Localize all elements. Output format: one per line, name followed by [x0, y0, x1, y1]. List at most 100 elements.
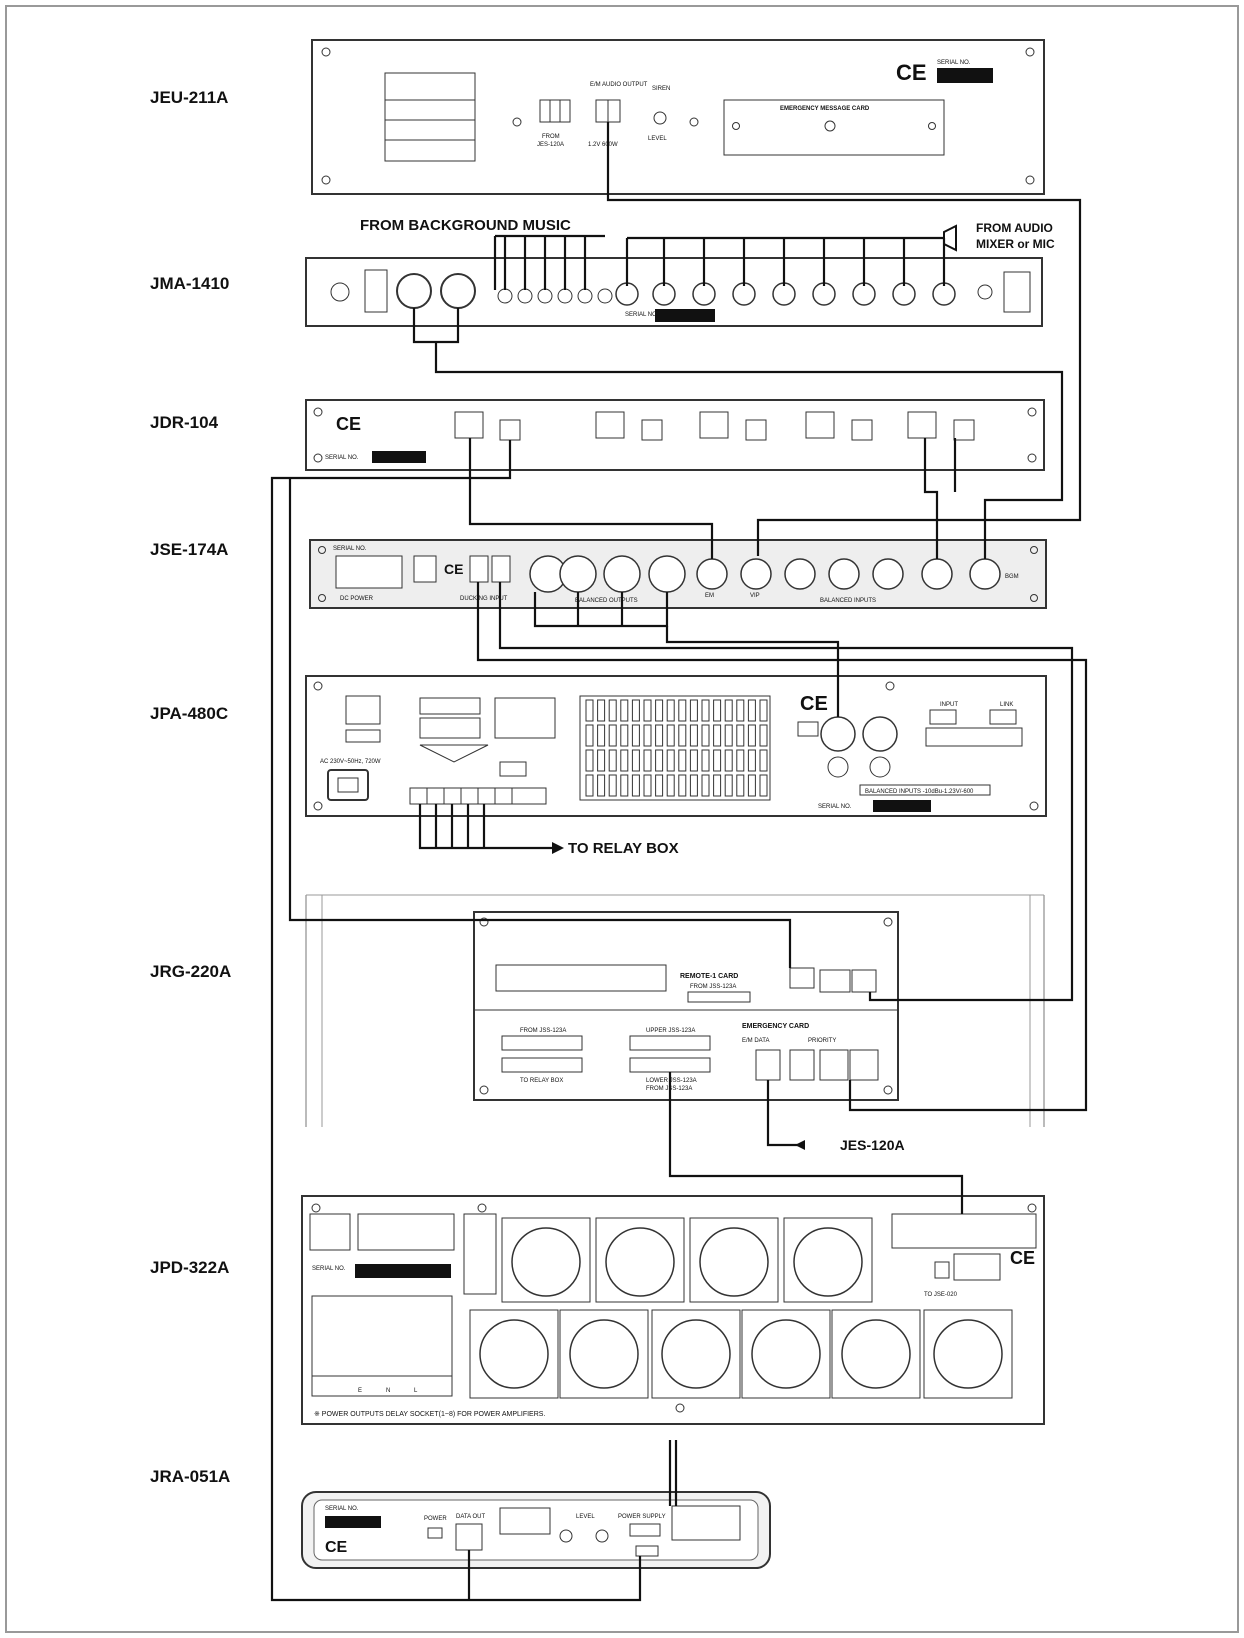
device-jse-174a: SERIAL NO. DC POWER CE DUCKING INPUT BAL… — [309, 539, 1047, 609]
device-label-jrg-220a: JRG-220A — [150, 962, 232, 981]
vent-slot — [655, 699, 664, 722]
wire-jse-out-bus — [533, 592, 669, 628]
vent-slot — [655, 774, 664, 797]
vent-slot — [666, 749, 675, 772]
jse-balanced-inputs: BALANCED INPUTS — [820, 598, 876, 604]
vent-slot — [713, 749, 722, 772]
vent-slot — [655, 749, 664, 772]
vent-slot — [620, 724, 629, 747]
jpa-input-label: INPUT — [940, 702, 958, 708]
vent-slot — [631, 699, 640, 722]
vent-slot — [585, 774, 594, 797]
vent-slot — [759, 749, 768, 772]
vent-slot — [608, 774, 617, 797]
jra-level-label: LEVEL — [576, 1514, 595, 1520]
jse-ducking: DUCKING INPUT — [460, 596, 508, 602]
jra-serial-label: SERIAL NO. — [325, 1506, 359, 1512]
wire-jes-120a — [766, 1080, 805, 1147]
jse-input-em: EM — [705, 593, 714, 599]
vent-slot — [701, 774, 710, 797]
device-jra-051a: SERIAL NO. CE POWER DATA OUT LEVEL POWER… — [301, 1491, 771, 1569]
vent-slot — [655, 724, 664, 747]
vent-slot — [689, 749, 698, 772]
device-jeu-211a: FROM JES-120A E/M AUDIO OUTPUT 1.2V 600W… — [311, 39, 1045, 195]
arrow-jes-icon — [795, 1140, 805, 1150]
wire-jeu-to-jse-em — [606, 122, 1082, 556]
device-jdr-104: CE SERIAL NO. — [305, 399, 1045, 471]
jrg-from-jss: FROM JSS-123A — [520, 1028, 566, 1034]
jse-dc-power: DC POWER — [340, 596, 374, 602]
vent-slot — [724, 749, 733, 772]
jma-serial-label: SERIAL NO. — [625, 312, 659, 318]
device-jpa-480c: AC 230V~50Hz, 720W CE INPUT LINK — [305, 675, 1047, 817]
page-frame — [5, 5, 1239, 1633]
label-to-relay-box: TO RELAY BOX — [568, 840, 679, 857]
arrow-to-relay-icon — [552, 842, 564, 854]
device-label-jpa-480c: JPA-480C — [150, 704, 229, 723]
device-jpd-322a: SERIAL NO. E N L — [301, 1195, 1045, 1425]
jeu-siren-label: SIREN — [652, 86, 670, 92]
vent-slot — [736, 699, 745, 722]
label-from-audio-1: FROM AUDIO — [976, 221, 1053, 235]
jdr-serial-label: SERIAL NO. — [325, 455, 359, 461]
vent-slot — [689, 699, 698, 722]
jrg-emergency-card-label: EMERGENCY CARD — [742, 1023, 809, 1030]
vent-slot — [666, 724, 675, 747]
device-label-jse-174a: JSE-174A — [150, 540, 229, 559]
vent-slot — [597, 749, 606, 772]
jpa-serial-label: SERIAL NO. — [818, 804, 852, 810]
jpa-link-label: LINK — [1000, 702, 1013, 708]
wire-jrg-to-jpd — [668, 1072, 964, 1214]
vent-slot — [631, 774, 640, 797]
vent-slot — [736, 724, 745, 747]
arrows — [552, 224, 957, 1150]
jrg-to-relay: TO RELAY BOX — [520, 1078, 563, 1084]
jpd-outlets-upper — [501, 1217, 873, 1303]
vent-slot — [713, 724, 722, 747]
vent-slot — [666, 699, 675, 722]
vent-slot — [759, 699, 768, 722]
device-label-jdr-104: JDR-104 — [150, 413, 219, 432]
vent-slot — [643, 724, 652, 747]
vent-slot — [597, 724, 606, 747]
vent-slot — [701, 724, 710, 747]
vent-slot — [747, 699, 756, 722]
vent-slot — [701, 699, 710, 722]
vent-slot — [724, 774, 733, 797]
vent-slot — [643, 749, 652, 772]
vent-slot — [597, 774, 606, 797]
label-from-bgm: FROM BACKGROUND MUSIC — [360, 217, 571, 234]
vent-slot — [759, 724, 768, 747]
vent-slot — [585, 724, 594, 747]
vent-slot — [631, 724, 640, 747]
jse-input-vip: VIP — [750, 593, 760, 599]
vent-slot — [643, 774, 652, 797]
jpd-outlets-lower — [469, 1309, 1013, 1399]
jrg-remote-from: FROM JSS-123A — [690, 984, 736, 990]
vent-slot — [608, 724, 617, 747]
jpd-to-jrg: TO JSE-020 — [924, 1292, 958, 1298]
ce-mark-icon: CE — [800, 693, 828, 715]
vent-slot — [736, 749, 745, 772]
device-jma-1410: SERIAL NO. — [305, 257, 1043, 327]
jrg-remote-card-label: REMOTE-1 CARD — [680, 973, 738, 980]
label-from-audio-2: MIXER or MIC — [976, 237, 1055, 251]
vent-slot — [620, 774, 629, 797]
vent-slot — [747, 774, 756, 797]
vent-slot — [666, 774, 675, 797]
jeu-output-label: E/M AUDIO OUTPUT — [590, 82, 648, 88]
vent-slot — [678, 774, 687, 797]
jrg-priority: PRIORITY — [808, 1038, 836, 1044]
vent-slot — [678, 699, 687, 722]
device-label-jeu-211a: JEU-211A — [150, 88, 229, 107]
vent-slot — [678, 749, 687, 772]
jeu-serial-label: SERIAL NO. — [937, 60, 971, 66]
jpa-heatsink-vents — [579, 695, 771, 801]
jpd-earth-label: E — [358, 1388, 362, 1394]
wire-jpa-to-relay — [418, 804, 552, 850]
jra-data-out-label: DATA OUT — [456, 1514, 485, 1520]
jpa-power-label: AC 230V~50Hz, 720W — [320, 759, 381, 765]
vent-slot — [724, 699, 733, 722]
device-label-jpd-322a: JPD-322A — [150, 1258, 230, 1277]
